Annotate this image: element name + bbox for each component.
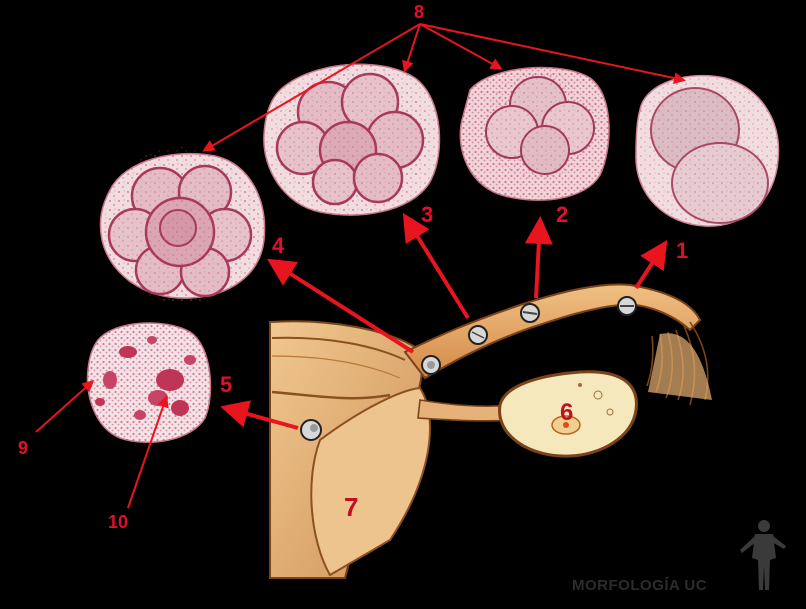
arrows [35,23,686,509]
arrow-8-to-eight-cell [402,23,421,73]
tube-embryo [617,296,637,316]
arrow-to-stage-5 [220,400,299,430]
label-7: 7 [344,492,358,522]
label-1: 1 [676,238,688,263]
label-10: 10 [108,512,128,532]
ovary [498,370,638,458]
four-cell-stage [459,66,610,201]
labels: 8 1 2 3 4 5 6 7 9 10 [18,2,688,532]
tube-embryo [421,355,441,375]
arrow-to-stage-4 [266,258,415,354]
tube-embryo [520,303,540,323]
arrow-to-stage-2 [524,216,553,299]
broad-ligament [310,386,431,577]
arrow-10-pointer [127,395,169,509]
morula-stage [99,147,266,303]
arrow-9-pointer [35,380,95,433]
human-figure-icon [740,520,786,590]
uterine-cavity-line [271,336,406,361]
label-4: 4 [272,233,285,258]
arrow-to-stage-1 [634,239,668,290]
arrow-8-to-two-cell [419,23,686,84]
arrow-8-to-four-cell [419,23,503,70]
eight-cell-stage [263,63,441,216]
label-9: 9 [18,438,28,458]
reproductive-tract-illustration [269,283,712,579]
arrow-8-to-morula [202,23,421,152]
tube-embryos [300,296,637,441]
uterine-embryo [300,419,322,441]
watermark-text: MORFOLOGÍA UC [572,577,707,594]
tube-embryo [468,325,488,345]
two-cell-stage [635,74,780,227]
label-8: 8 [414,2,424,22]
label-3: 3 [421,202,433,227]
label-2: 2 [556,202,568,227]
arrow-to-stage-3 [402,212,470,320]
blastocyst-stage [86,322,212,443]
label-5: 5 [220,372,232,397]
label-6: 6 [560,399,573,426]
watermark-logo: MORFOLOGÍA UC [572,520,786,594]
